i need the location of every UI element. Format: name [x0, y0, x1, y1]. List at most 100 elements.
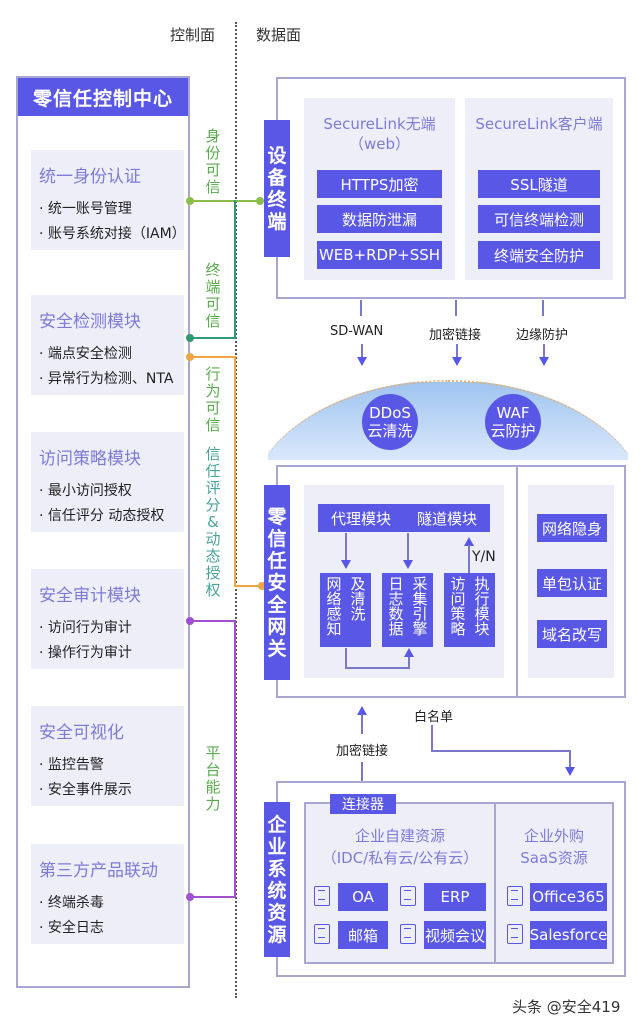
module-item: · 操作行为审计	[39, 645, 132, 661]
module-item: · 统一账号管理	[39, 201, 132, 217]
module-visualization: 安全可视化 · 监控告警 · 安全事件展示	[31, 706, 184, 806]
whitelist-arrow-icon	[565, 767, 575, 776]
block-col: 日志数据	[386, 576, 405, 636]
log-collection-block: 日志数据 采集引擎	[382, 573, 433, 647]
self-built-subtitle: （IDC/私有云/公有云）	[321, 849, 479, 867]
encrypted-up-line-lower	[361, 762, 363, 786]
loop-line-right	[408, 656, 410, 668]
identity-dot-left	[186, 197, 194, 205]
cloud-arc	[268, 380, 628, 460]
sdwan-line	[361, 344, 363, 358]
module-title: 安全检测模块	[39, 312, 141, 332]
module-item: · 访问行为审计	[39, 620, 132, 636]
module-item: · 安全事件展示	[39, 782, 132, 798]
sdwan-label: SD-WAN	[330, 324, 384, 339]
yn-label: Y/N	[472, 549, 496, 565]
proxy-down-arrow-icon	[341, 560, 351, 569]
encrypted-link-label: 加密链接	[429, 328, 482, 343]
module-third-party: 第三方产品联动 · 终端杀毒 · 安全日志	[31, 844, 184, 944]
platform-line-vertical	[234, 620, 236, 898]
enterprise-up-arrow-icon	[357, 706, 367, 715]
encrypted-line	[456, 344, 458, 358]
clientless-title: SecureLink无端	[323, 115, 436, 133]
encrypted-up-line	[361, 714, 363, 734]
enterprise-label: 企业系统资源	[264, 802, 290, 957]
whitelist-line-across	[431, 750, 571, 752]
module-item: · 最小访问授权	[39, 483, 132, 499]
platform-capability-label: 平台能力	[205, 744, 221, 813]
block-col: 采集引擎	[410, 576, 429, 636]
clientless-subtitle: （web）	[348, 135, 411, 153]
whitelist-label: 白名单	[414, 710, 454, 725]
policy-execution-block: 访问策略 执行模块	[444, 573, 495, 647]
endpoint-line-vertical	[234, 200, 236, 338]
module-title: 安全审计模块	[39, 586, 141, 606]
trusted-endpoint-button: 可信终端检测	[478, 205, 600, 233]
connector-tag: 连接器	[330, 794, 396, 814]
app-erp: ERP	[424, 883, 486, 911]
server-icon	[400, 924, 416, 944]
module-item: · 信任评分 动态授权	[39, 508, 165, 524]
self-built-title: 企业自建资源	[354, 827, 445, 845]
whitelist-line-down	[431, 725, 433, 751]
edge-arrow-icon	[539, 357, 549, 366]
platform-line-top	[190, 620, 236, 622]
module-item: · 账号系统对接（IAM）	[39, 226, 186, 242]
gateway-top-bar: 代理模块 隧道模块	[318, 504, 490, 532]
proxy-down-line	[345, 533, 347, 561]
module-title: 访问策略模块	[39, 449, 141, 469]
module-audit: 安全审计模块 · 访问行为审计 · 操作行为审计	[31, 569, 184, 669]
server-icon	[314, 924, 330, 944]
module-item: · 安全日志	[39, 920, 104, 936]
app-mail: 邮箱	[338, 921, 388, 949]
log-down-line	[407, 533, 409, 561]
loop-up-arrow-icon	[404, 648, 414, 657]
encrypted-link-lower-label: 加密链接	[336, 744, 389, 759]
watermark: 头条 @安全419	[512, 998, 621, 1016]
waf-line1: WAF	[496, 404, 530, 422]
log-down-arrow-icon	[403, 560, 413, 569]
server-icon	[314, 886, 330, 906]
sdwan-line-top	[360, 300, 362, 316]
https-button: HTTPS加密	[317, 170, 442, 198]
network-stealth-button: 网络隐身	[537, 514, 607, 542]
control-center: 零信任控制中心 统一身份认证 · 统一账号管理 · 账号系统对接（IAM） 安全…	[16, 76, 190, 988]
server-icon	[507, 924, 523, 944]
app-oa: OA	[338, 883, 388, 911]
behavior-dot-right	[258, 582, 266, 590]
ddos-line2: 云清洗	[367, 422, 413, 440]
data-plane-header: 数据面	[256, 26, 302, 44]
behavior-dot-left	[186, 353, 194, 361]
platform-line-bottom	[190, 896, 236, 898]
plane-divider	[235, 22, 237, 998]
block-col: 网络感知	[324, 576, 343, 636]
identity-line	[190, 200, 260, 202]
ssl-tunnel-button: SSL隧道	[478, 170, 600, 198]
module-title: 统一身份认证	[39, 167, 141, 187]
module-access-policy: 访问策略模块 · 最小访问授权 · 信任评分 动态授权	[31, 432, 184, 532]
client-title: SecureLink客户端	[475, 115, 603, 133]
tunnel-module: 隧道模块	[416, 509, 477, 528]
app-video-conference: 视频会议	[424, 921, 486, 949]
server-icon	[507, 886, 523, 906]
ddos-line1: DDoS	[369, 404, 411, 422]
yn-up-arrow-icon	[464, 537, 474, 546]
edge-line-top	[542, 300, 544, 316]
module-item: · 终端杀毒	[39, 895, 104, 911]
endpoint-dot	[186, 334, 194, 342]
ddos-circle: DDoS 云清洗	[362, 394, 418, 450]
platform-dot-top	[186, 617, 194, 625]
edge-line	[543, 344, 545, 358]
edge-protection-label: 边缘防护	[516, 328, 569, 343]
saas-subtitle: SaaS资源	[520, 849, 588, 867]
waf-line2: 云防护	[490, 422, 536, 440]
trust-score-label: 信任评分&动态授权	[205, 445, 221, 599]
network-sensing-block: 网络感知 及清洗	[320, 573, 371, 647]
platform-dot-bottom	[186, 893, 194, 901]
endpoint-protection-button: 终端安全防护	[478, 241, 600, 269]
module-detection: 安全检测模块 · 端点安全检测 · 异常行为检测、NTA	[31, 295, 184, 395]
module-item: · 端点安全检测	[39, 346, 132, 362]
web-rdp-ssh-button: WEB+RDP+SSH	[317, 241, 442, 269]
device-label: 设备终端	[264, 120, 290, 257]
behavior-line-top	[190, 356, 236, 358]
